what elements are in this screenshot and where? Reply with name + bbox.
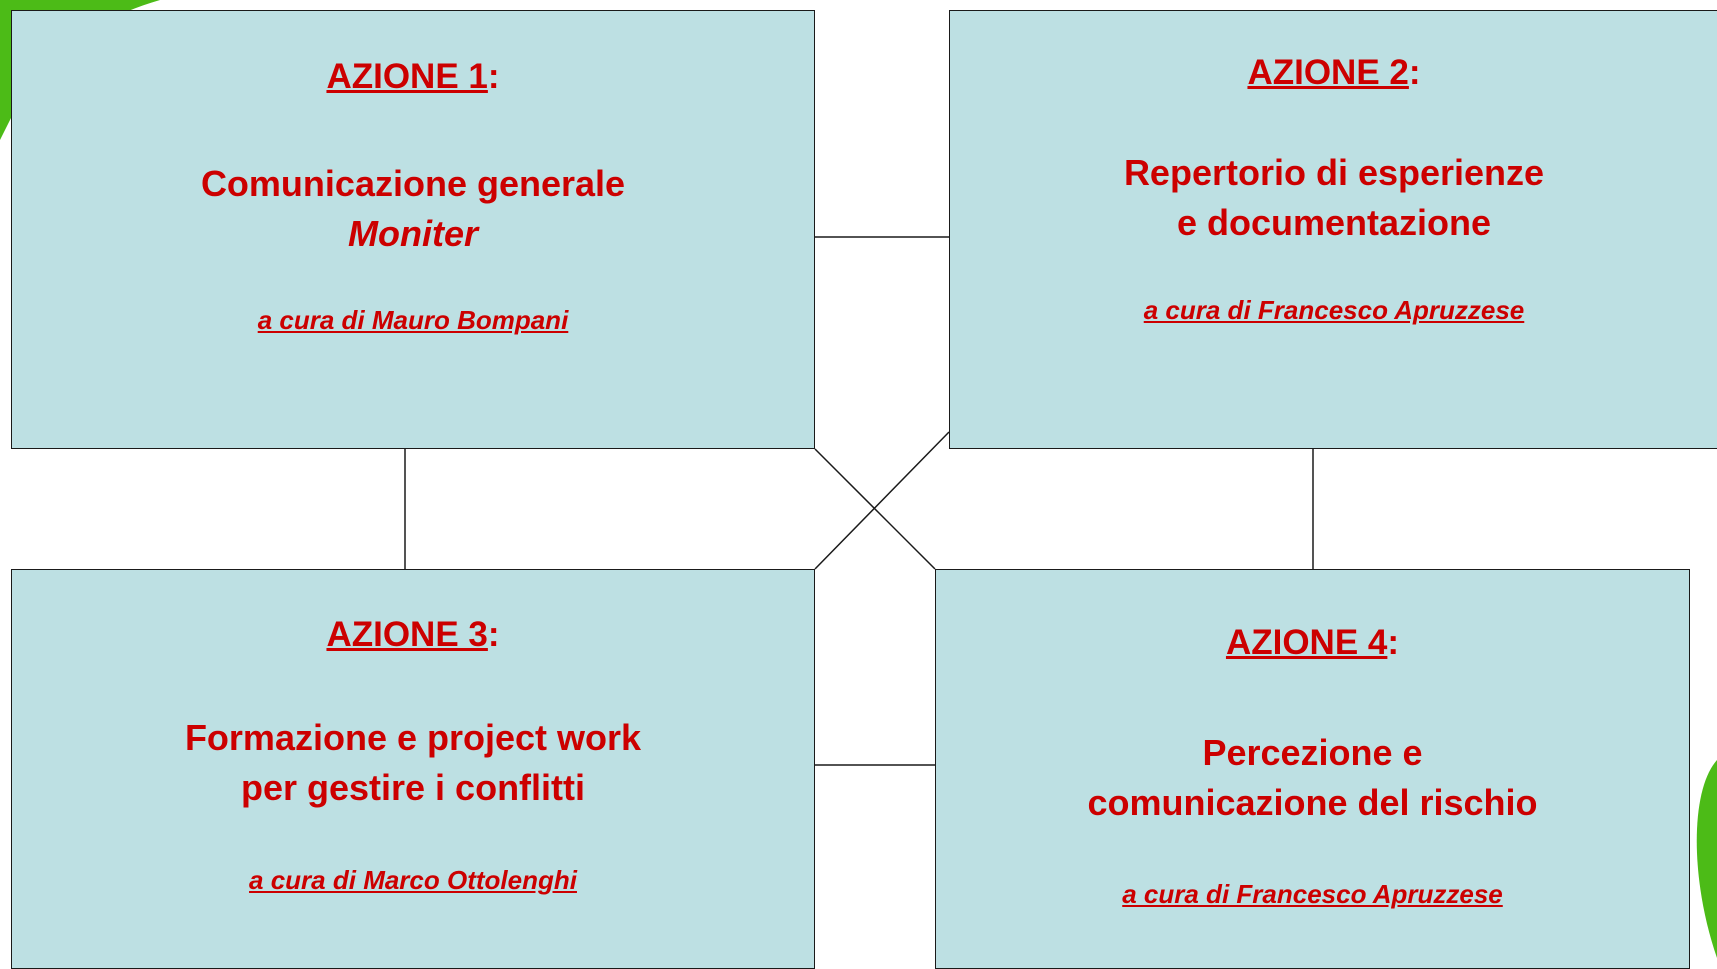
action-heading: AZIONE 4: [1225, 623, 1400, 662]
action-credit: a cura di Mauro Bompani [257, 305, 569, 335]
action-title: Percezione e comunicazione del rischio [1087, 732, 1538, 823]
action-title: Comunicazione generale Moniter [200, 163, 626, 254]
action-box-2: AZIONE 2: Repertorio di esperienze e doc… [949, 10, 1717, 449]
action-credit: a cura di Marco Ottolenghi [249, 865, 577, 895]
action-heading: AZIONE 3: [326, 615, 500, 654]
corner-decoration-bottom-right [1696, 760, 1717, 958]
action-credit: a cura di Francesco Apruzzese [1122, 879, 1503, 909]
action-box-4: AZIONE 4: Percezione e comunicazione del… [935, 569, 1690, 969]
action-credit: a cura di Francesco Apruzzese [1143, 295, 1525, 325]
connector-1-4 [814, 448, 936, 570]
action-title: Formazione e project work per gestire i … [184, 717, 642, 808]
action-heading: AZIONE 1: [326, 57, 500, 96]
connector-2-3 [814, 431, 950, 570]
action-heading: AZIONE 2: [1247, 53, 1421, 92]
action-box-3: AZIONE 3: Formazione e project work per … [11, 569, 815, 969]
action-box-1: AZIONE 1: Comunicazione generale Moniter… [11, 10, 815, 449]
action-title: Repertorio di esperienze e documentazion… [1123, 152, 1545, 243]
